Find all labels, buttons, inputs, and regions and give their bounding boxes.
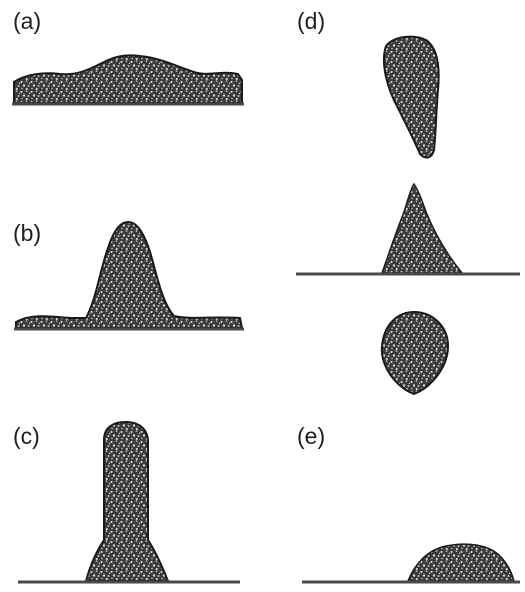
- panel-label-b: (b): [13, 222, 41, 245]
- panel-d-detaching-drop: [384, 37, 439, 158]
- panel-b-bump: [16, 222, 242, 328]
- panel-c-drawing: [18, 422, 240, 582]
- panel-label-a: (a): [13, 10, 41, 33]
- panel-e-mound: [408, 544, 514, 581]
- panel-e-drawing: [302, 544, 520, 582]
- panel-d-free-droplet: [382, 312, 448, 394]
- panel-label-c: (c): [13, 425, 40, 448]
- panel-a-film: [14, 55, 242, 103]
- panel-c-column: [86, 422, 168, 581]
- panel-d-drawing: [296, 37, 520, 394]
- panel-b-drawing: [14, 222, 244, 329]
- panel-d-residual-mound: [382, 184, 462, 273]
- panel-label-e: (e): [297, 425, 325, 448]
- panel-a-drawing: [12, 55, 244, 104]
- panel-label-d: (d): [297, 10, 325, 33]
